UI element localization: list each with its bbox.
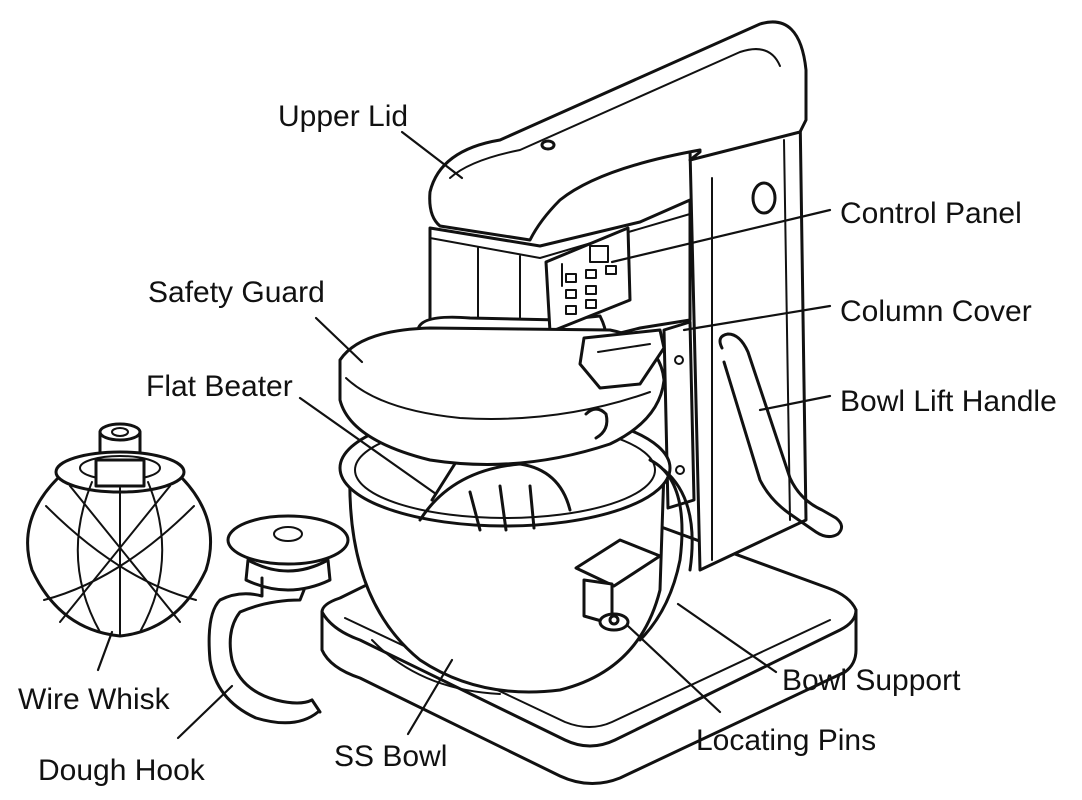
mixer-column xyxy=(688,108,808,572)
leader-flat-beater xyxy=(298,396,438,496)
label-dough-hook: Dough Hook xyxy=(38,754,206,787)
leader-bowl-support xyxy=(676,602,778,674)
label-column-cover: Column Cover xyxy=(840,295,1032,328)
leader-wire-whisk xyxy=(96,630,114,672)
labels: Upper Lid Control Panel Safety Guard Col… xyxy=(18,100,1057,787)
label-control-panel: Control Panel xyxy=(840,197,1022,230)
column-cover xyxy=(662,320,696,510)
leader-ss-bowl xyxy=(406,658,454,736)
control-panel xyxy=(544,226,632,334)
label-upper-lid: Upper Lid xyxy=(278,100,408,133)
label-bowl-support: Bowl Support xyxy=(782,664,961,697)
label-ss-bowl: SS Bowl xyxy=(334,740,447,773)
leader-column-cover xyxy=(682,304,832,332)
leader-safety-guard xyxy=(314,316,364,364)
leader-dough-hook xyxy=(176,684,234,740)
label-wire-whisk: Wire Whisk xyxy=(18,683,171,716)
bowl-lift-handle xyxy=(718,332,843,539)
leader-lines xyxy=(96,130,832,740)
label-locating-pins: Locating Pins xyxy=(696,724,876,757)
leader-locating-pins xyxy=(626,624,722,714)
leader-control-panel xyxy=(610,208,832,264)
leader-bowl-lift-handle xyxy=(758,394,832,412)
wire-whisk xyxy=(26,422,213,638)
leader-upper-lid xyxy=(400,130,464,180)
label-safety-guard: Safety Guard xyxy=(148,276,325,309)
bowl-support xyxy=(638,458,694,642)
dough-hook xyxy=(207,514,350,725)
safety-guard xyxy=(338,326,666,466)
locating-pin-bracket xyxy=(574,538,662,632)
label-flat-beater: Flat Beater xyxy=(146,370,293,403)
label-bowl-lift-handle: Bowl Lift Handle xyxy=(840,385,1057,418)
